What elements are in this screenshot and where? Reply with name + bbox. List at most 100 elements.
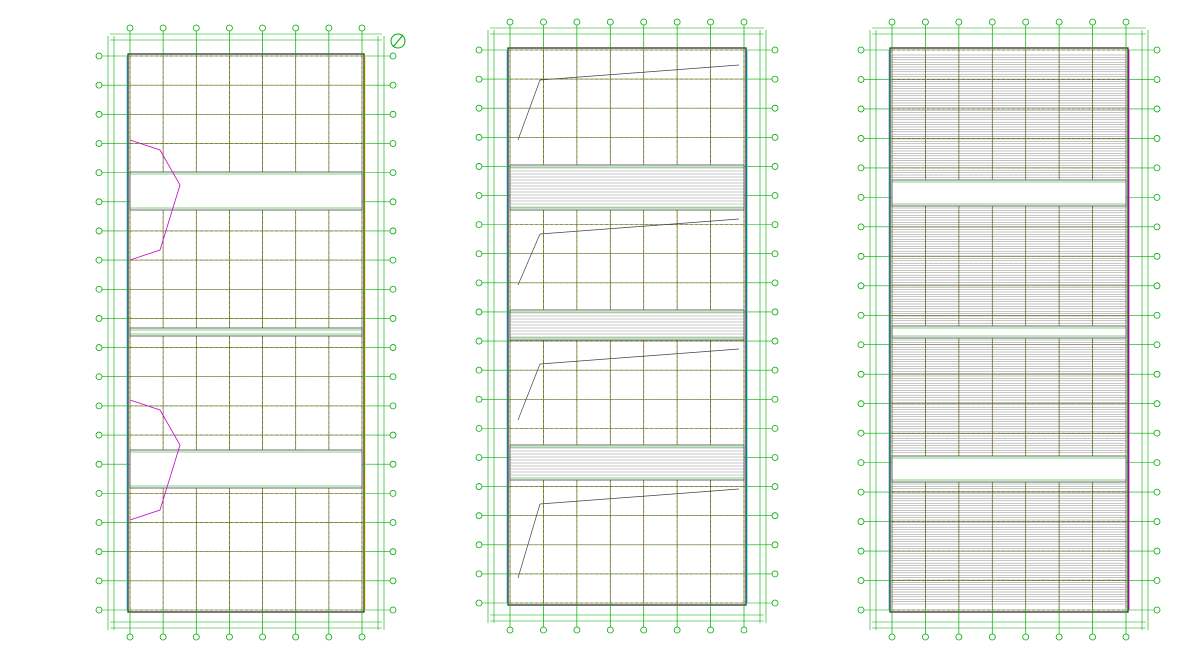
plan-0-axis-bubble-left-19	[95, 606, 103, 614]
plan-0-axis-bubble-right-8	[389, 285, 397, 293]
plan-1-axis-bubble-right-11	[771, 366, 779, 374]
plan-0-axis-bubble-left-13	[95, 431, 103, 439]
plan-0-axis-bubble-right-4	[389, 169, 397, 177]
plan-0-axis-bubble-left-14	[95, 460, 103, 468]
plan-2-axis-bubble-left-4	[857, 164, 865, 172]
plan-0-axis-bubble-left-11	[95, 373, 103, 381]
plan-1-axis-bubble-bottom-5	[673, 626, 681, 634]
plan-1-axis-bubble-left-4	[475, 163, 483, 170]
plan-2-axis-bubble-left-9	[857, 311, 865, 319]
plan-1-axis-bubble-right-14	[771, 454, 779, 461]
plan-2-axis-bubble-left-13	[857, 429, 865, 437]
plan-1-axis-bubble-top-2	[573, 18, 581, 26]
plan-0-axis-bubble-bottom-6	[325, 633, 333, 641]
plan-1-corridor-0	[509, 164, 745, 211]
plan-0-axis-bubble-left-10	[95, 344, 103, 351]
plan-1-rafter-a-1	[517, 233, 541, 286]
plan-0-axis-bubble-left-0	[95, 52, 103, 60]
plan-2-axis-bubble-bottom-5	[1055, 633, 1063, 641]
plan-1-axis-bubble-right-19	[771, 599, 779, 607]
plan-2-axis-bubble-right-15	[1153, 488, 1161, 496]
plan-2-axis-bubble-left-7	[857, 252, 865, 260]
plan-1-rafter-a-3	[517, 503, 541, 579]
plan-2-outer-wall	[889, 47, 1129, 613]
plan-2-axis-bubble-left-11	[857, 370, 865, 378]
plan-1-rafter-b-0	[539, 64, 740, 81]
plan-1-axis-bubble-bottom-3	[606, 626, 614, 634]
plan-0-corridor-1	[129, 327, 363, 337]
plan-2-axis-bubble-right-14	[1153, 459, 1161, 467]
plan-2-axis-bubble-bottom-7	[1122, 633, 1130, 641]
plan-0-axis-bubble-left-3	[95, 140, 103, 147]
plan-0-axis-bubble-right-5	[389, 198, 397, 206]
plan-1-axis-bubble-right-5	[771, 192, 779, 199]
plan-2-axis-bubble-top-1	[922, 18, 929, 26]
plan-0-axis-bubble-left-4	[95, 169, 103, 177]
plan-0-axis-bubble-left-12	[95, 402, 103, 410]
plan-0-axis-bubble-left-17	[95, 548, 103, 556]
plan-0-axis-bubble-right-17	[389, 548, 397, 556]
plan-1-axis-bubble-left-8	[475, 279, 483, 287]
plan-1-rafter-b-1	[539, 218, 740, 235]
plan-0-axis-bubble-left-15	[95, 489, 103, 497]
plan-2-axis-bubble-bottom-3	[988, 633, 996, 641]
plan-0-axis-bubble-right-15	[389, 489, 397, 497]
plan-2-axis-bubble-left-8	[857, 282, 865, 290]
plan-0-axis-bubble-right-1	[389, 81, 397, 89]
plan-1-axis-bubble-right-9	[771, 308, 779, 316]
plan-2-axis-bubble-top-3	[988, 18, 996, 26]
plan-2-axis-bubble-left-3	[857, 135, 865, 142]
plan-1-axis-bubble-left-1	[475, 75, 483, 83]
plan-0-axis-bubble-top-6	[325, 24, 333, 32]
plan-2-axis-bubble-bottom-2	[955, 633, 963, 641]
plan-1-rafter-a-2	[517, 363, 541, 421]
plan-0-axis-bubble-right-10	[389, 344, 397, 351]
plan-1-axis-bubble-left-19	[475, 599, 483, 607]
plan-0-entrance-0	[129, 139, 181, 261]
plan-1-axis-bubble-bottom-6	[707, 626, 714, 634]
plan-1-axis-bubble-right-4	[771, 163, 779, 170]
plan-1-axis-bubble-right-16	[771, 512, 779, 520]
plan-2-axis-bubble-top-6	[1089, 18, 1096, 26]
north-arrow-needle	[392, 34, 404, 48]
plan-0-axis-bubble-right-18	[389, 577, 397, 585]
plan-0-axis-bubble-bottom-5	[292, 633, 300, 641]
plan-2-axis-bubble-left-14	[857, 459, 865, 467]
plan-0-axis-bubble-left-9	[95, 315, 103, 322]
plan-1-axis-bubble-bottom-7	[740, 626, 748, 634]
plan-1-axis-bubble-left-2	[475, 104, 483, 112]
plan-1-axis-bubble-right-2	[771, 104, 779, 112]
plan-2-axis-bubble-left-2	[857, 105, 865, 113]
plan-1-axis-bubble-top-0	[506, 18, 514, 26]
plan-1-axis-bubble-left-0	[475, 46, 483, 54]
north-arrow-icon	[390, 33, 406, 49]
plan-1-axis-bubble-right-1	[771, 75, 779, 83]
plan-2-axis-bubble-left-15	[857, 488, 865, 496]
plan-1-rafter-b-3	[539, 488, 740, 505]
plan-1-axis-bubble-top-7	[740, 18, 748, 26]
plan-2-axis-bubble-bottom-0	[888, 633, 896, 641]
plan-0-axis-bubble-top-4	[259, 24, 266, 32]
plan-1-axis-bubble-left-9	[475, 308, 483, 316]
plan-1-axis-bubble-left-13	[475, 424, 483, 432]
plan-1-axis-bubble-bottom-1	[540, 626, 547, 634]
plan-1-axis-bubble-right-7	[771, 250, 779, 258]
plan-0-axis-bubble-top-5	[292, 24, 300, 32]
plan-2-axis-bubble-right-19	[1153, 606, 1161, 614]
plan-0-axis-bubble-bottom-1	[159, 633, 167, 641]
plan-2-axis-bubble-right-5	[1153, 193, 1161, 201]
plan-1-axis-bubble-left-15	[475, 483, 483, 490]
plan-1-axis-bubble-top-5	[673, 18, 681, 26]
plan-0-axis-bubble-right-3	[389, 140, 397, 147]
plan-0-axis-bubble-right-14	[389, 460, 397, 468]
plan-2-axis-bubble-right-8	[1153, 282, 1161, 290]
plan-0-corridor-0	[129, 171, 363, 211]
plan-1-axis-bubble-top-3	[606, 18, 614, 26]
plan-0-axis-bubble-right-16	[389, 519, 397, 526]
plan-0-axis-bubble-bottom-3	[226, 633, 233, 641]
plan-2-axis-bubble-right-6	[1153, 223, 1161, 231]
plan-1-axis-bubble-right-8	[771, 279, 779, 287]
plan-1-axis-bubble-top-4	[640, 18, 648, 26]
plan-0-axis-bubble-bottom-0	[126, 633, 134, 641]
